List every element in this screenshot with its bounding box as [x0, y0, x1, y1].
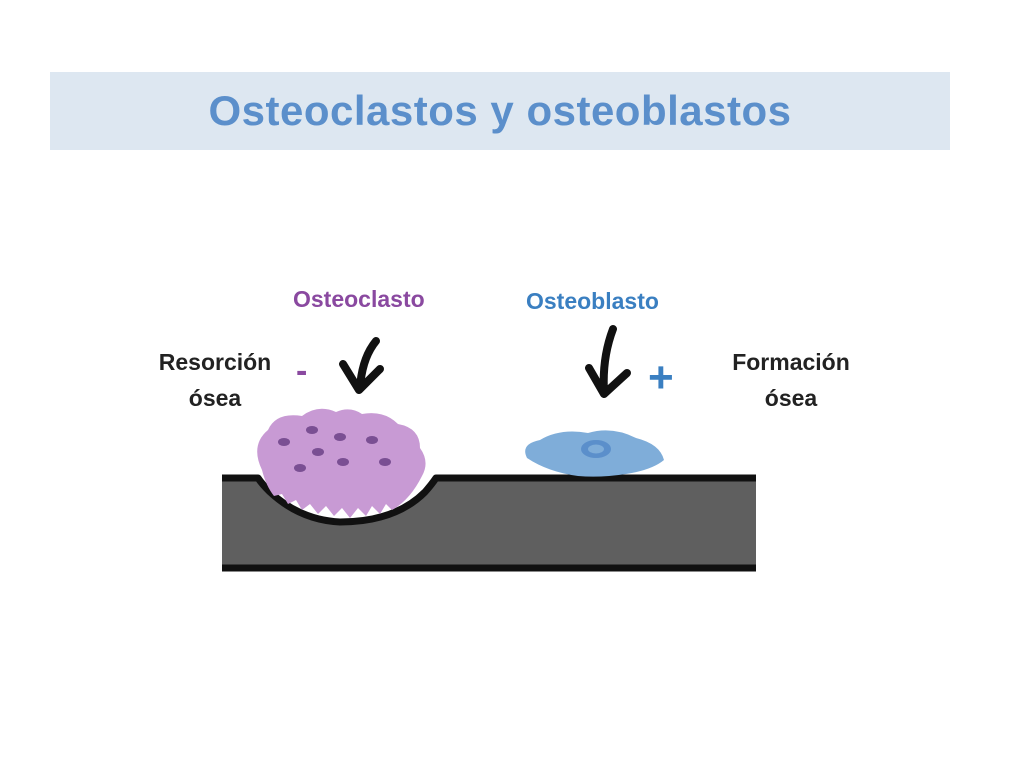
osteoclast-nucleus [306, 426, 318, 434]
osteoclast-nucleus [337, 458, 349, 466]
osteoclast-cell [257, 408, 426, 518]
osteoclast-arrow-icon [339, 337, 384, 394]
minus-sign: - [296, 352, 308, 390]
bone-surface-line [222, 474, 756, 526]
osteoblast-cell [525, 430, 664, 477]
osteoclast-nucleus [334, 433, 346, 441]
bone-tissue [222, 478, 756, 568]
osteoclast-nucleus [366, 436, 378, 444]
osteoclast-nucleus [294, 464, 306, 472]
osteoblast-arrow-icon [585, 325, 631, 398]
title-banner: Osteoclastos y osteoblastos [50, 72, 950, 150]
osteoblast-label: Osteoblasto [526, 288, 659, 314]
osteoclast-nucleus [379, 458, 391, 466]
slide-title: Osteoclastos y osteoblastos [208, 87, 792, 134]
plus-sign: + [648, 353, 674, 402]
osteoclast-nucleus [312, 448, 324, 456]
osteoclast-label: Osteoclasto [293, 286, 425, 312]
bone-formation-label: Formación ósea [732, 349, 850, 411]
bone-resorption-label: Resorción ósea [158, 349, 272, 411]
osteoclast-nucleus [278, 438, 290, 446]
